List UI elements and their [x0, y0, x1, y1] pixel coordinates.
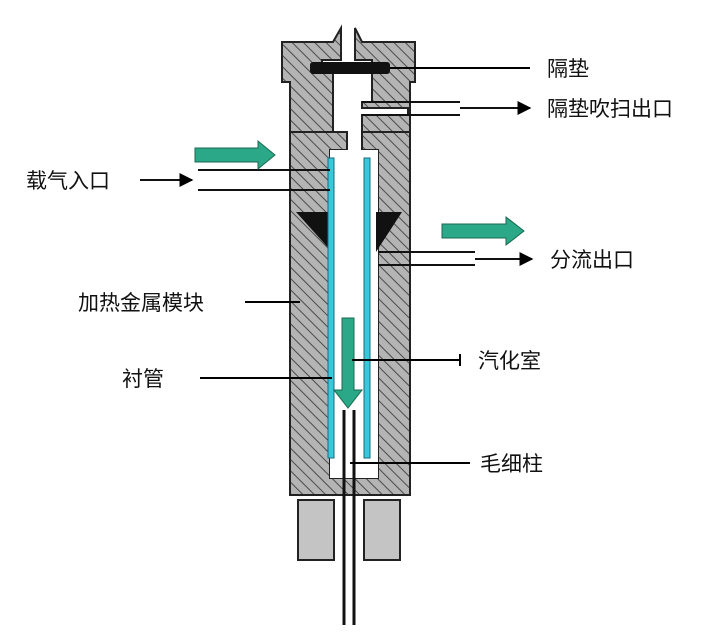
- vaporization-chamber-label: 汽化室: [478, 349, 541, 373]
- carrier-flow-arrow: [194, 139, 276, 171]
- taper-left: [296, 212, 332, 252]
- septum-nut: [281, 24, 342, 133]
- capillary-column-label: 毛细柱: [480, 452, 543, 476]
- septum: [310, 62, 390, 74]
- ferrule-left: [297, 499, 335, 561]
- split-outlet-label: 分流出口: [550, 248, 634, 272]
- liner-right-wall: [363, 157, 371, 459]
- heated-metal-block-label: 加热金属模块: [78, 291, 204, 315]
- vapor-flow-arrow: [332, 317, 364, 409]
- septum-purge-outlet-label: 隔垫吹扫出口: [547, 97, 673, 121]
- liner-label: 衬管: [122, 367, 164, 391]
- ferrule-right: [363, 499, 401, 561]
- taper-right: [376, 212, 402, 252]
- split-flow-arrow: [441, 215, 525, 247]
- carrier-gas-inlet-label: 载气入口: [26, 169, 110, 193]
- septum-label: 隔垫: [547, 57, 589, 81]
- liner-left-wall: [327, 157, 335, 459]
- septum-nut-right: [354, 27, 416, 133]
